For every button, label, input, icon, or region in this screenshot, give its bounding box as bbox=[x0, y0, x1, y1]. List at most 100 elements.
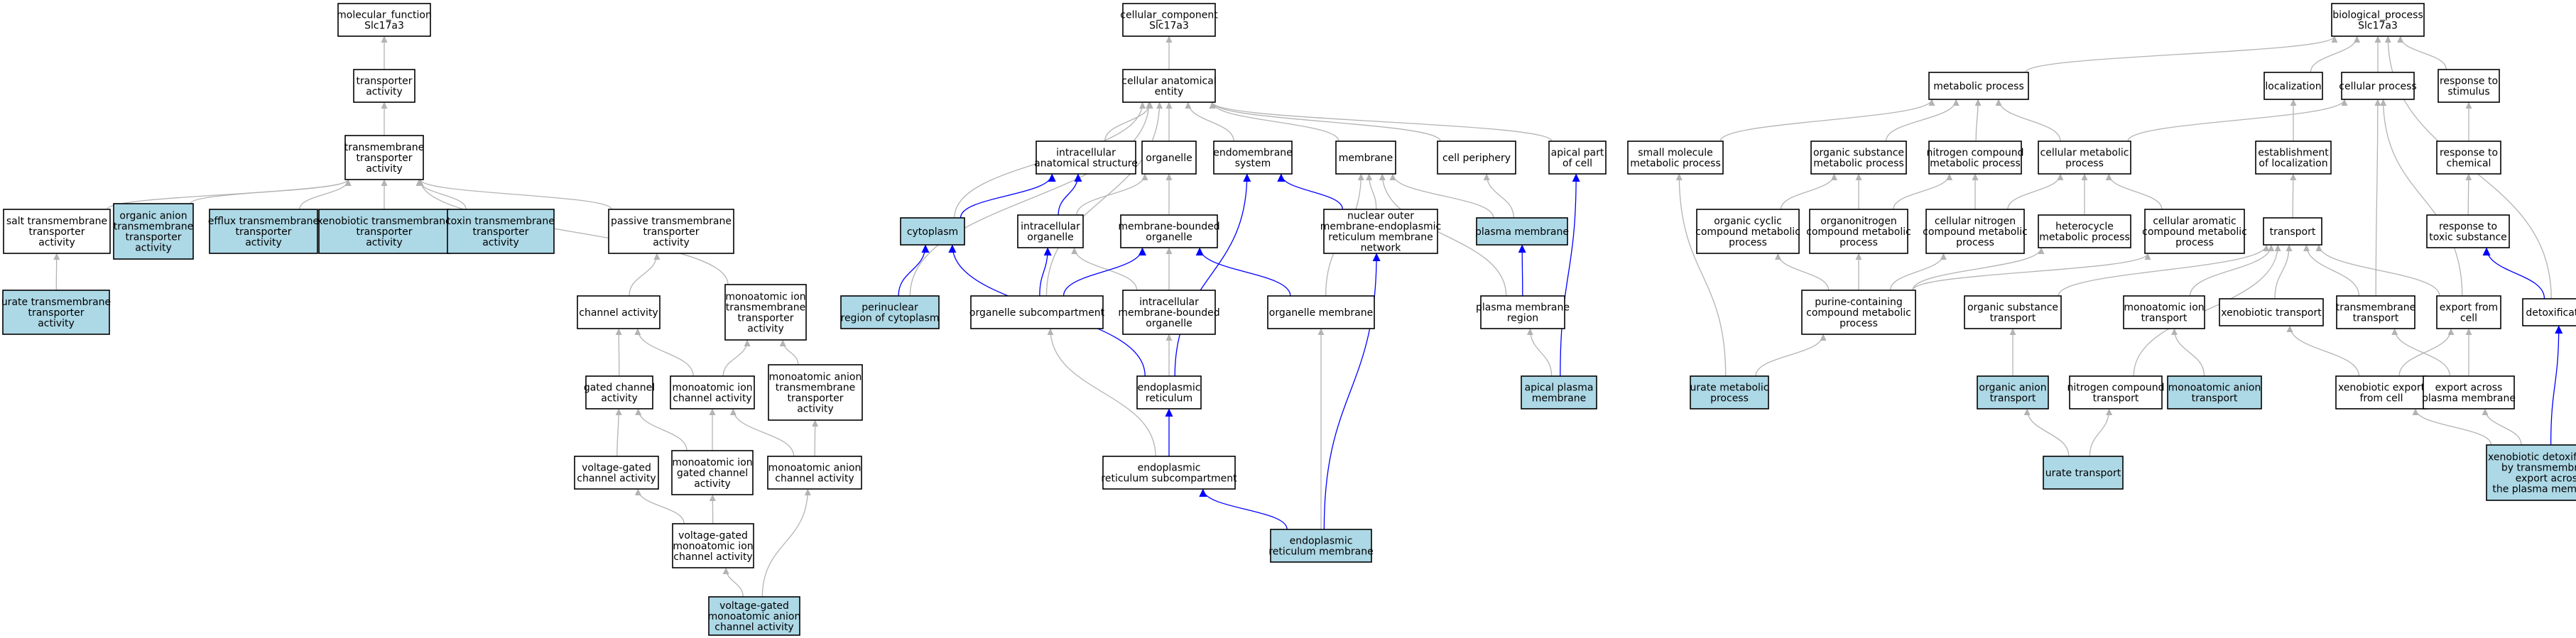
edge-endoplasmic_reticulum-to-endomembrane_system bbox=[1174, 173, 1251, 377]
node-label-line: transmembrane bbox=[114, 221, 194, 233]
node-monoatomic-ion-tm[interactable]: monoatomic iontransmembranetransporterac… bbox=[724, 284, 807, 341]
edge-transmembrane_transport-to-transport bbox=[2303, 244, 2360, 297]
node-label-line: biological_process bbox=[2332, 10, 2423, 21]
edge-response_to_stimulus-to-bp_root bbox=[2397, 35, 2447, 70]
node-cellular-process[interactable]: cellular process bbox=[2339, 72, 2417, 100]
edge-urate_transport-to-nitrogen_compound_transport bbox=[2089, 408, 2113, 457]
node-membrane[interactable]: membrane bbox=[1335, 141, 1396, 175]
node-xenobiotic-tm[interactable]: xenobiotic transmembranetransporteractiv… bbox=[317, 209, 452, 254]
node-label-line: apical part bbox=[1551, 148, 1604, 159]
node-transport[interactable]: transport bbox=[2263, 217, 2322, 246]
edge-cellular_nitrogen-to-cellular_metabolic bbox=[2007, 173, 2064, 210]
node-label-line: compound metabolic bbox=[1695, 226, 1800, 238]
node-monoatomic-anion-tm[interactable]: monoatomic aniontransmembranetransporter… bbox=[768, 364, 863, 421]
node-box bbox=[2522, 298, 2576, 326]
node-box bbox=[1928, 141, 2022, 175]
node-label-line: cellular metabolic bbox=[2040, 148, 2129, 159]
node-box bbox=[1122, 3, 1216, 37]
node-metabolic-process[interactable]: metabolic process bbox=[1928, 72, 2029, 100]
node-organelle[interactable]: organelle bbox=[1141, 141, 1197, 175]
node-label-line: metabolic process bbox=[1933, 81, 2024, 92]
node-plasma-membrane[interactable]: plasma membrane bbox=[1475, 217, 1569, 246]
node-organic-anion-tm[interactable]: organic aniontransmembranetransporteract… bbox=[113, 203, 194, 260]
node-organelle-membrane[interactable]: organelle membrane bbox=[1267, 295, 1375, 329]
node-label-line: transporter bbox=[356, 153, 412, 164]
node-label-line: network bbox=[1361, 243, 1402, 254]
node-localization[interactable]: localization bbox=[2263, 72, 2323, 100]
node-urate-transport[interactable]: urate transport bbox=[2043, 456, 2124, 490]
node-channel-activity[interactable]: channel activity bbox=[577, 295, 661, 329]
node-cell-periphery[interactable]: cell periphery bbox=[1437, 141, 1516, 175]
edge-vg_monoatomic_ion_channel-to-voltage_gated_channel bbox=[634, 488, 685, 524]
node-cytoplasm[interactable]: cytoplasm bbox=[900, 217, 965, 246]
edge-apical_plasma_membrane-to-apical_part_of_cell bbox=[1560, 173, 1580, 377]
node-nuclear-outer-membrane[interactable]: nuclear outermembrane-endoplasmicreticul… bbox=[1320, 209, 1441, 254]
node-detoxification[interactable]: detoxification bbox=[2522, 298, 2576, 326]
node-box bbox=[2123, 295, 2205, 329]
edge-vg_monoatomic_anion_channel-to-vg_monoatomic_ion_channel bbox=[722, 567, 744, 598]
edge-export_across_pm-to-transmembrane_transport bbox=[2391, 328, 2450, 377]
node-organelle-subcompartment[interactable]: organelle subcompartment bbox=[969, 295, 1105, 329]
node-label-line: process bbox=[1710, 393, 1749, 405]
node-box bbox=[2144, 209, 2245, 254]
node-xenobiotic-transport[interactable]: xenobiotic transport bbox=[2219, 298, 2324, 326]
node-xenobiotic-detox[interactable]: xenobiotic detoxificationby transmembran… bbox=[2486, 444, 2576, 501]
edge-organic_substance_metabolic-to-metabolic_process bbox=[1885, 99, 1960, 142]
node-label-line: intracellular bbox=[1139, 297, 1199, 308]
